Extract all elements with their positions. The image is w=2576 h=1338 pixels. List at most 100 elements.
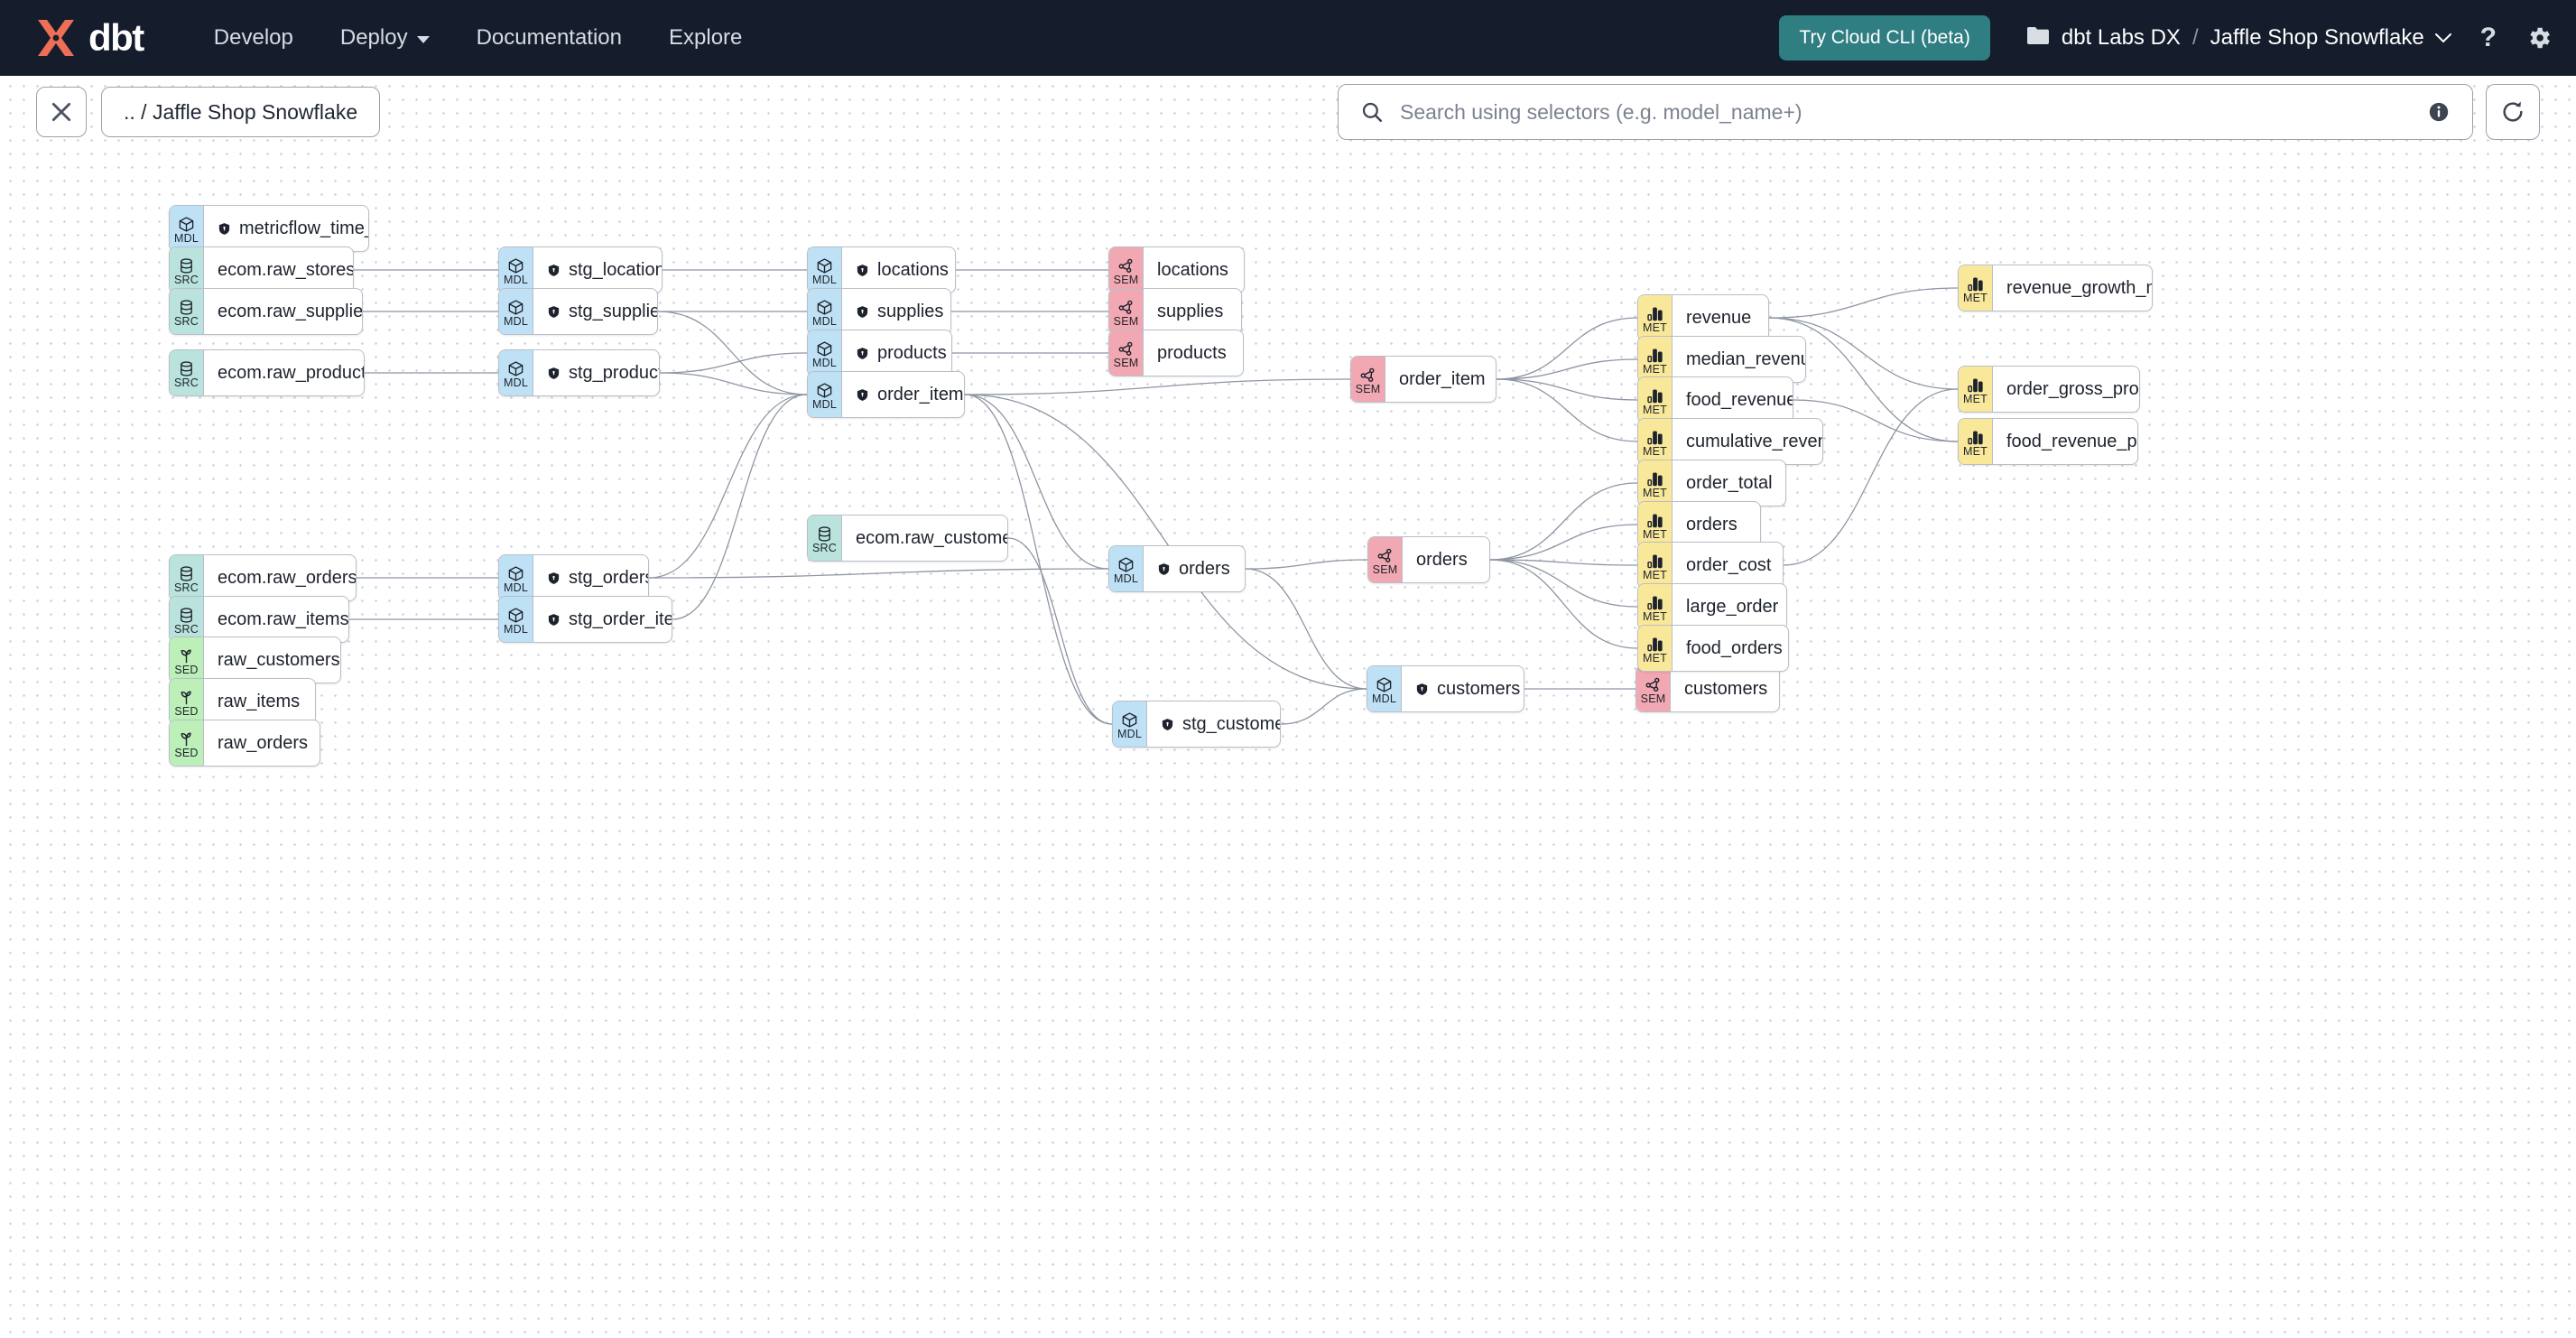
chevron-down-icon xyxy=(416,35,430,43)
graph-node-ecom.raw_items[interactable]: SRC ecom.raw_items xyxy=(169,596,349,643)
graph-node-name: cumulative_revenue xyxy=(1686,431,1822,451)
node-type-code: MDL xyxy=(812,314,837,328)
src-type-badge: SRC xyxy=(170,247,204,293)
graph-node-label: stg_customers xyxy=(1147,702,1280,747)
met-type-badge: MET xyxy=(1638,502,1673,547)
nav-link-explore[interactable]: Explore xyxy=(645,25,765,51)
nav-link-develop[interactable]: Develop xyxy=(190,25,317,51)
nav-link-deploy[interactable]: Deploy xyxy=(317,25,453,51)
src-type-badge: SRC xyxy=(170,597,204,642)
node-type-code: MET xyxy=(1963,392,1988,405)
graph-node-label: ecom.raw_products xyxy=(204,350,364,395)
lineage-edge xyxy=(1489,524,1638,561)
graph-node-label: locations xyxy=(842,247,955,293)
src-type-badge: SRC xyxy=(808,516,842,561)
graph-node-label: ecom.raw_orders xyxy=(204,555,356,600)
graph-node-name: locations xyxy=(1157,259,1228,280)
graph-node-label: order_total xyxy=(1673,460,1785,506)
mdl-icon xyxy=(816,382,833,399)
graph-node-sem_orders[interactable]: SEM orders xyxy=(1367,536,1490,583)
breadcrumb-separator: / xyxy=(2191,25,2199,50)
sem-icon xyxy=(1117,257,1135,274)
search-box[interactable] xyxy=(1338,84,2473,140)
graph-node-name: food_orders xyxy=(1686,637,1783,658)
graph-node-name: ecom.raw_items xyxy=(218,609,349,629)
lineage-edge xyxy=(964,394,1109,570)
refresh-button[interactable] xyxy=(2486,84,2540,140)
lineage-graph-canvas[interactable]: MDLmetricflow_time_spineSRCecom.raw_stor… xyxy=(0,76,2576,1338)
lineage-edge xyxy=(1496,378,1638,401)
graph-breadcrumb-chip[interactable]: .. / Jaffle Shop Snowflake xyxy=(101,87,381,137)
close-button[interactable] xyxy=(36,87,87,137)
gear-icon[interactable] xyxy=(2525,24,2553,51)
node-type-code: MDL xyxy=(504,314,528,328)
mdl-type-badge: MDL xyxy=(1367,666,1402,711)
breadcrumb-project-selector[interactable]: Jaffle Shop Snowflake xyxy=(2210,25,2451,51)
public-shield-icon xyxy=(856,305,869,319)
lineage-edge xyxy=(1245,559,1368,570)
dbt-logo[interactable]: dbt xyxy=(32,14,144,61)
graph-node-label: cumulative_revenue xyxy=(1673,419,1822,464)
info-icon[interactable] xyxy=(2427,100,2451,124)
search-input[interactable] xyxy=(1398,98,2413,125)
graph-node-name: stg_order_items xyxy=(569,609,672,629)
graph-node-label: orders xyxy=(1403,537,1489,582)
lineage-edge xyxy=(672,394,808,620)
graph-node-name: customers xyxy=(1684,678,1768,699)
graph-node-name: orders xyxy=(1416,549,1468,570)
src-icon xyxy=(816,525,833,543)
node-type-code: MET xyxy=(1963,444,1988,458)
met-type-badge: MET xyxy=(1959,265,1993,311)
help-icon[interactable]: ? xyxy=(2480,23,2497,53)
sed-type-badge: SED xyxy=(170,637,204,683)
node-type-code: SEM xyxy=(1372,562,1398,576)
nav-link-documentation[interactable]: Documentation xyxy=(453,25,645,51)
node-type-code: MDL xyxy=(1114,571,1138,585)
try-cloud-cli-button[interactable]: Try Cloud CLI (beta) xyxy=(1779,15,1990,60)
breadcrumb-account[interactable]: dbt Labs DX xyxy=(2061,25,2181,50)
met-icon xyxy=(1646,305,1663,322)
graph-node-name: stg_products xyxy=(569,362,659,383)
public-shield-icon xyxy=(1157,562,1171,576)
graph-node-label: metricflow_time_spine xyxy=(204,206,368,251)
graph-node-name: median_revenue xyxy=(1686,348,1805,369)
